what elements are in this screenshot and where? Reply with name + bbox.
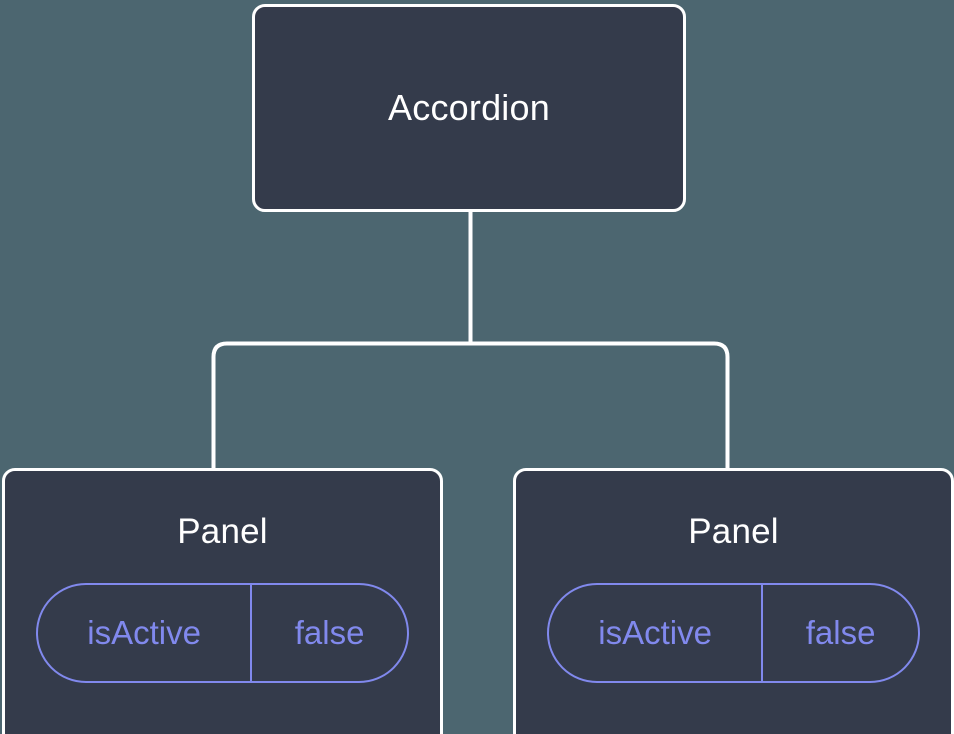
prop-key-is-active-1: isActive — [38, 584, 253, 681]
prop-value-is-active-1: false — [294, 614, 365, 651]
prop-key-is-active-2: isActive — [549, 584, 764, 681]
node-panel-1-label: Panel — [177, 512, 268, 551]
node-panel-2[interactable]: Panel isActive false — [513, 468, 954, 734]
prop-pill-is-active-1[interactable]: isActive false — [36, 582, 409, 683]
node-panel-2-label: Panel — [688, 512, 779, 551]
node-accordion[interactable]: Accordion — [252, 4, 686, 212]
edge-split-bar — [211, 341, 730, 470]
node-accordion-label: Accordion — [388, 87, 550, 129]
node-panel-1[interactable]: Panel isActive false — [2, 468, 443, 734]
prop-value-is-active-2: false — [805, 614, 876, 651]
prop-pill-is-active-2[interactable]: isActive false — [547, 582, 920, 683]
